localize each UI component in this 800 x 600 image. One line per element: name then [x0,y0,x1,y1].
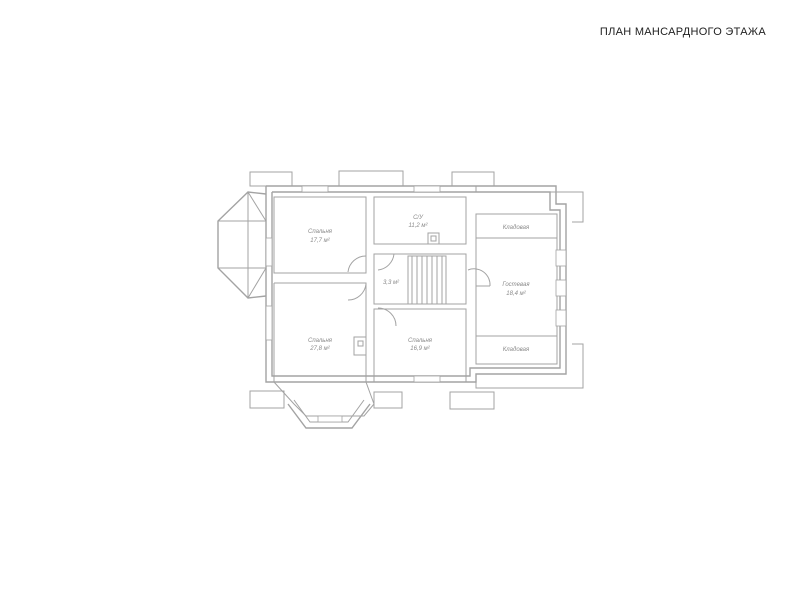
label-bedroom-2-name: Спальня [308,338,333,344]
label-hall-area: 3,3 м² [383,280,400,286]
room-hall [373,253,467,305]
label-storage-bottom-name: Кладовая [503,347,530,353]
label-bathroom-name: С/У [413,215,424,221]
room-bathroom [373,196,467,245]
staircase [407,255,447,305]
vent-boxes [353,232,440,356]
room-labels: Спальня 17,7 м² С/У 11,2 м² 3,3 м² Кладо… [308,215,530,353]
left-bay [217,191,267,299]
windows [265,185,567,423]
label-guest-area: 18,4 м² [506,291,526,297]
label-bathroom-area: 11,2 м² [408,223,428,229]
wall-projections [249,170,495,410]
label-bedroom-1-name: Спальня [308,229,333,235]
room-storage-bottom [475,335,558,365]
doors [347,253,491,327]
label-bedroom-1-area: 17,7 м² [310,238,330,244]
room-bedroom-2 [273,282,375,417]
page-title: ПЛАН МАНСАРДНОГО ЭТАЖА [599,26,766,38]
outer-walls [265,185,584,389]
label-storage-top-name: Кладовая [503,225,530,231]
bottom-bay [287,399,371,429]
label-guest-name: Гостевая [502,282,530,288]
label-bedroom-3-name: Спальня [408,338,433,344]
label-bedroom-3-area: 16,9 м² [410,346,430,352]
label-bedroom-2-area: 27,8 м² [309,346,330,352]
room-bedroom-1 [273,196,367,274]
